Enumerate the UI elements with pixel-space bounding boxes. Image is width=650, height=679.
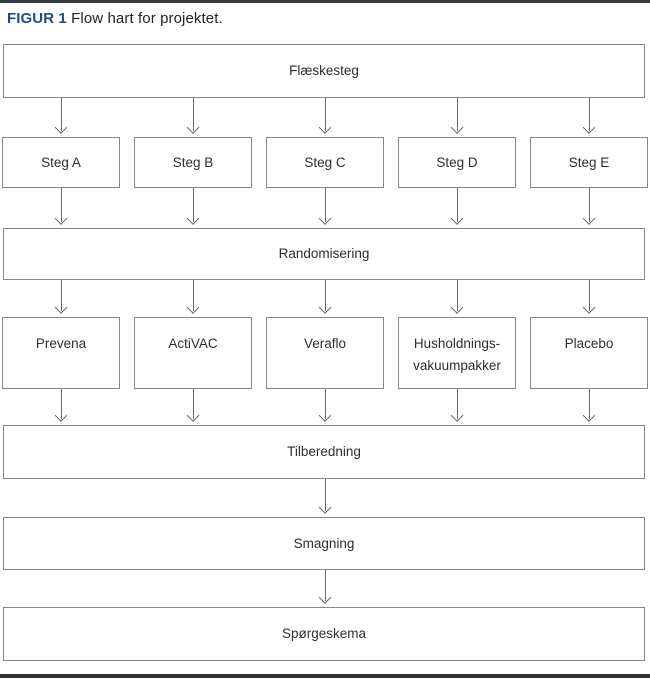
flow-arrow xyxy=(318,479,332,515)
top-divider xyxy=(0,0,650,3)
flow-arrow xyxy=(186,280,200,315)
flow-box-steg-d: Steg D xyxy=(398,137,516,188)
flow-arrow xyxy=(318,570,332,605)
flow-arrow xyxy=(318,389,332,423)
flow-arrow xyxy=(186,98,200,135)
figure-title: Flow hart for projektet. xyxy=(71,10,223,27)
flow-box-steg-c: Steg C xyxy=(266,137,384,188)
flow-arrow xyxy=(54,98,68,135)
figure-caption: FIGUR 1 Flow hart for projektet. xyxy=(7,10,223,27)
flow-box-tilberedning: Tilberedning xyxy=(3,425,645,479)
flow-box-activac: ActiVAC xyxy=(134,317,252,389)
flow-box-husholdningsvakuumpakker: Husholdnings- vakuumpakker xyxy=(398,317,516,389)
bottom-divider xyxy=(0,674,650,678)
flow-arrow xyxy=(450,188,464,226)
flow-arrow xyxy=(582,280,596,315)
flow-box-steg-a: Steg A xyxy=(2,137,120,188)
flow-box-flaeskesteg: Flæskesteg xyxy=(3,44,645,98)
flow-arrow xyxy=(450,389,464,423)
flow-box-smagning: Smagning xyxy=(3,517,645,570)
flow-arrow xyxy=(450,280,464,315)
flow-box-steg-e: Steg E xyxy=(530,137,648,188)
flow-arrow xyxy=(54,188,68,226)
flow-arrow xyxy=(582,98,596,135)
flow-arrow xyxy=(54,389,68,423)
flow-arrow xyxy=(582,389,596,423)
flow-arrow xyxy=(318,98,332,135)
flow-box-placebo: Placebo xyxy=(530,317,648,389)
flow-arrow xyxy=(318,188,332,226)
flow-box-randomisering: Randomisering xyxy=(3,228,645,280)
flow-box-steg-b: Steg B xyxy=(134,137,252,188)
flow-arrow xyxy=(186,188,200,226)
flow-arrow xyxy=(186,389,200,423)
figure-label: FIGUR 1 xyxy=(7,10,67,27)
flow-box-prevena: Prevena xyxy=(2,317,120,389)
flow-box-sporgeskema: Spørgeskema xyxy=(3,607,645,661)
flow-arrow xyxy=(318,280,332,315)
flow-arrow xyxy=(450,98,464,135)
flow-arrow xyxy=(54,280,68,315)
flow-arrow xyxy=(582,188,596,226)
flow-box-veraflo: Veraflo xyxy=(266,317,384,389)
